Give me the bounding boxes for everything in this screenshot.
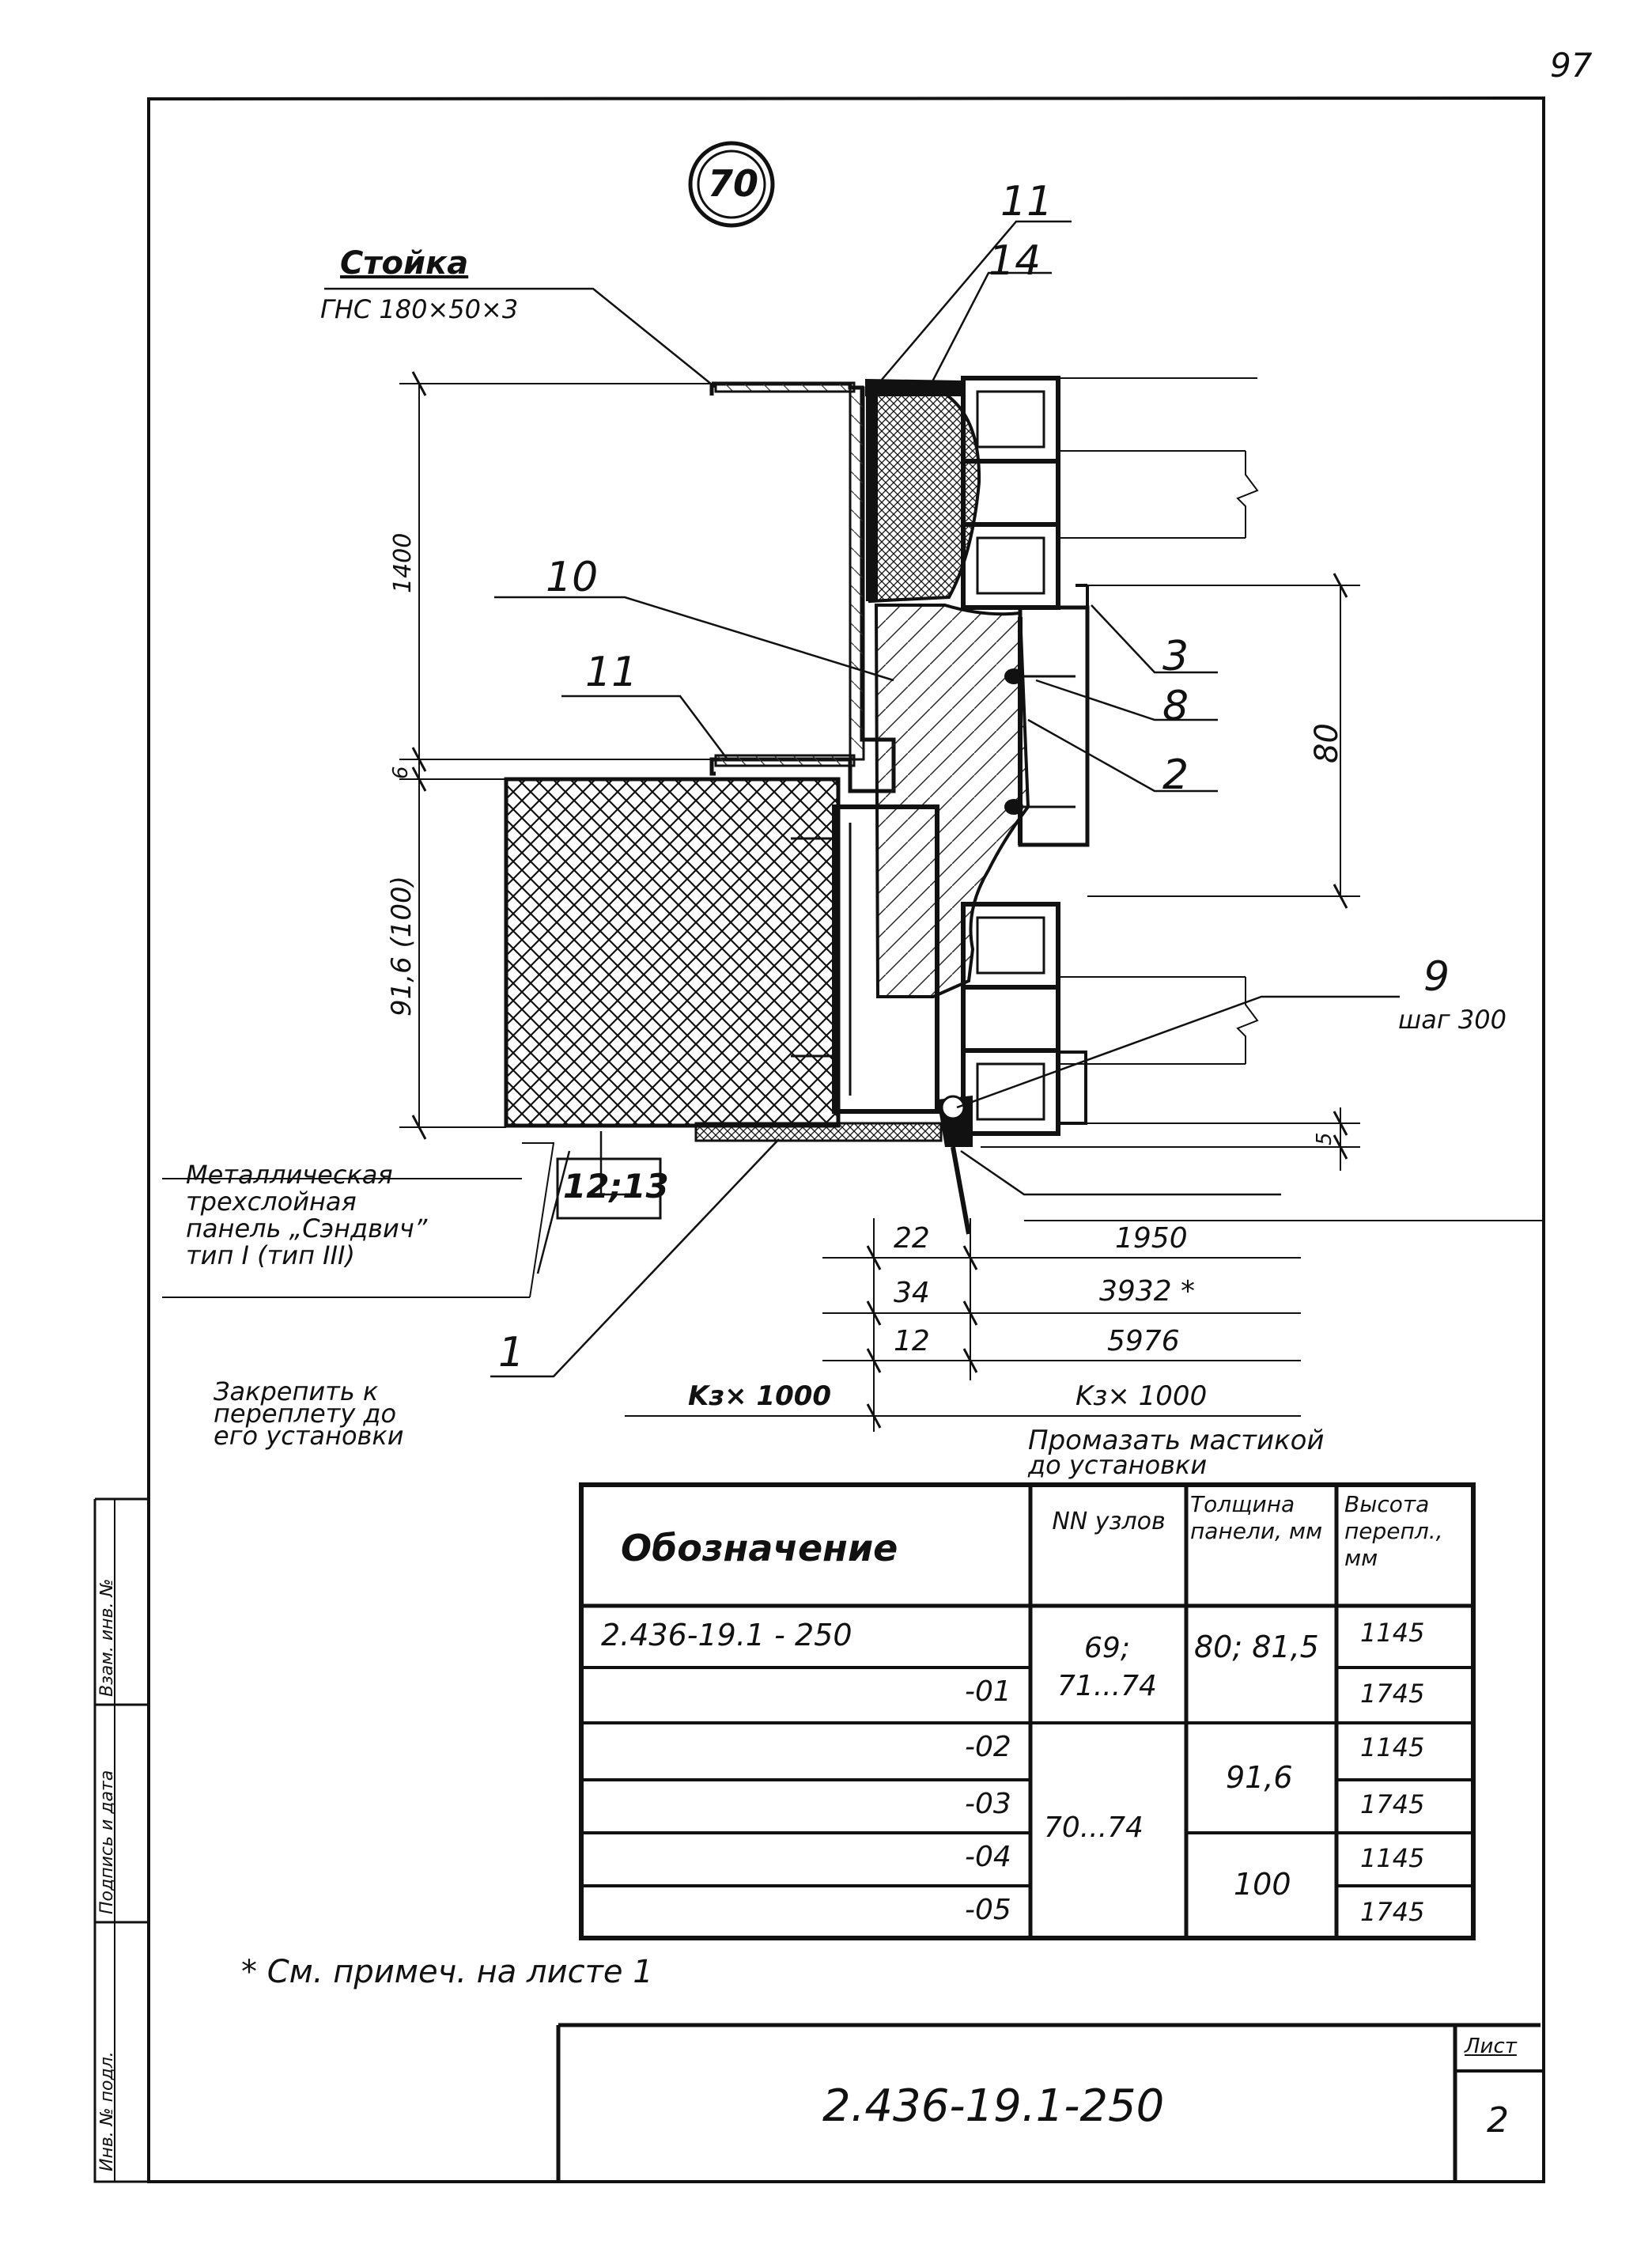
fix-note-line-1: Закрепить к bbox=[214, 1376, 379, 1406]
stamp-replace-inv: Взам. инв. № bbox=[97, 1578, 117, 1697]
nodes-group-1: 69; 71...74 bbox=[1057, 1632, 1157, 1702]
dim-kz-left: Kз× 1000 bbox=[688, 1380, 832, 1412]
header-thickness: Толщина панели, мм bbox=[1190, 1491, 1323, 1544]
dim-1400: 1400 bbox=[389, 532, 417, 593]
panel-line-1: Металлическая bbox=[186, 1160, 393, 1190]
infill-block bbox=[874, 584, 1090, 998]
stamp-inv-no: Инв. № подл. bbox=[97, 2051, 117, 2171]
post-section: ГНС 180×50×3 bbox=[320, 294, 519, 324]
sash-profile-upper bbox=[961, 376, 1259, 610]
row-2-height: 1145 bbox=[1360, 1732, 1425, 1762]
sash-profile-lower bbox=[961, 902, 1259, 1136]
dim-6: 6 bbox=[389, 766, 413, 779]
row-3-designation: -03 bbox=[965, 1788, 1011, 1820]
row-5-height: 1745 bbox=[1360, 1897, 1425, 1927]
panel-description: Металлическая трехслойная панель „Сэндви… bbox=[186, 1161, 534, 1269]
dim-12: 12 bbox=[894, 1325, 930, 1357]
designation-table-grid bbox=[579, 1482, 1476, 1940]
dimension-lines bbox=[162, 371, 1542, 1432]
dim-22: 22 bbox=[894, 1222, 930, 1255]
dim-5: 5 bbox=[1313, 1132, 1336, 1145]
dim-5976: 5976 bbox=[1107, 1325, 1180, 1357]
row-2-designation: -02 bbox=[965, 1731, 1011, 1763]
panel-line-2: трехслойная bbox=[186, 1187, 357, 1217]
callout-8: 8 bbox=[1162, 683, 1189, 730]
mastic-note: Промазать мастикой до установки bbox=[1028, 1425, 1325, 1480]
nodes-group-2: 70...74 bbox=[1044, 1811, 1144, 1844]
seal-cushion bbox=[865, 378, 981, 604]
mastic-note-line-1: Промазать мастикой bbox=[1028, 1425, 1325, 1456]
callout-9: 9 bbox=[1423, 953, 1450, 1001]
dim-3932: 3932 * bbox=[1099, 1275, 1196, 1308]
footnote: * См. примеч. на листе 1 bbox=[241, 1954, 653, 1990]
mastic-note-line-2: до установки bbox=[1028, 1450, 1208, 1480]
callout-3: 3 bbox=[1162, 633, 1189, 680]
thickness-group-3: 100 bbox=[1234, 1867, 1291, 1902]
dim-kz-right: Kз× 1000 bbox=[1076, 1380, 1208, 1412]
post-title: Стойка bbox=[340, 245, 469, 282]
stamp-signature-date: Подпись и дата bbox=[97, 1770, 117, 1914]
callout-11-top: 11 bbox=[1000, 178, 1053, 225]
leader-lines bbox=[324, 220, 1400, 1378]
sheet-number: 2 bbox=[1487, 2100, 1509, 2141]
dim-34: 34 bbox=[894, 1277, 930, 1309]
callout-14: 14 bbox=[989, 237, 1041, 285]
header-designation: Обозначение bbox=[621, 1527, 898, 1569]
row-4-designation: -04 bbox=[965, 1841, 1011, 1873]
fix-note-line-2: переплету до bbox=[214, 1399, 397, 1429]
title-designation: 2.436-19.1-250 bbox=[822, 2080, 1165, 2132]
node-number: 70 bbox=[708, 162, 759, 205]
row-5-designation: -05 bbox=[965, 1894, 1011, 1926]
thickness-group-1: 80; 81,5 bbox=[1194, 1630, 1319, 1664]
callout-2: 2 bbox=[1162, 751, 1189, 799]
callout-12-13: 12;13 bbox=[563, 1167, 669, 1206]
dim-1950: 1950 bbox=[1115, 1222, 1188, 1255]
title-block-grid bbox=[556, 2023, 1542, 2182]
fix-note-line-3: его установки bbox=[214, 1421, 404, 1451]
panel-mark-box bbox=[556, 1157, 662, 1220]
row-4-height: 1145 bbox=[1360, 1843, 1425, 1873]
callout-10: 10 bbox=[546, 554, 599, 601]
sheet-frame bbox=[93, 96, 1545, 2183]
page-number: 97 bbox=[1550, 46, 1593, 85]
row-1-designation: -01 bbox=[965, 1675, 1011, 1708]
sandwich-panel bbox=[504, 777, 973, 1235]
thickness-group-2: 91,6 bbox=[1226, 1760, 1293, 1795]
step-note: шаг 300 bbox=[1398, 1005, 1506, 1035]
row-0-designation: 2.436-19.1 - 250 bbox=[601, 1618, 852, 1652]
row-1-height: 1745 bbox=[1360, 1679, 1425, 1709]
row-3-height: 1745 bbox=[1360, 1789, 1425, 1819]
panel-line-4: тип I (тип III) bbox=[186, 1240, 355, 1270]
node-number-circle bbox=[688, 141, 775, 228]
header-nodes: NN узлов bbox=[1052, 1508, 1166, 1535]
callout-1: 1 bbox=[498, 1329, 525, 1376]
dim-91-6: 91,6 (100) bbox=[386, 876, 418, 1016]
header-height: Высота перепл., мм bbox=[1344, 1491, 1443, 1571]
callout-11-left: 11 bbox=[585, 649, 638, 696]
fix-note: Закрепить к переплету до его установки bbox=[214, 1376, 404, 1451]
dim-80: 80 bbox=[1309, 723, 1345, 763]
row-0-height: 1145 bbox=[1360, 1618, 1425, 1648]
steel-post bbox=[709, 381, 896, 793]
panel-line-3: панель „Сэндвич” bbox=[186, 1213, 428, 1244]
sheet-label: Лист bbox=[1465, 2035, 1517, 2058]
